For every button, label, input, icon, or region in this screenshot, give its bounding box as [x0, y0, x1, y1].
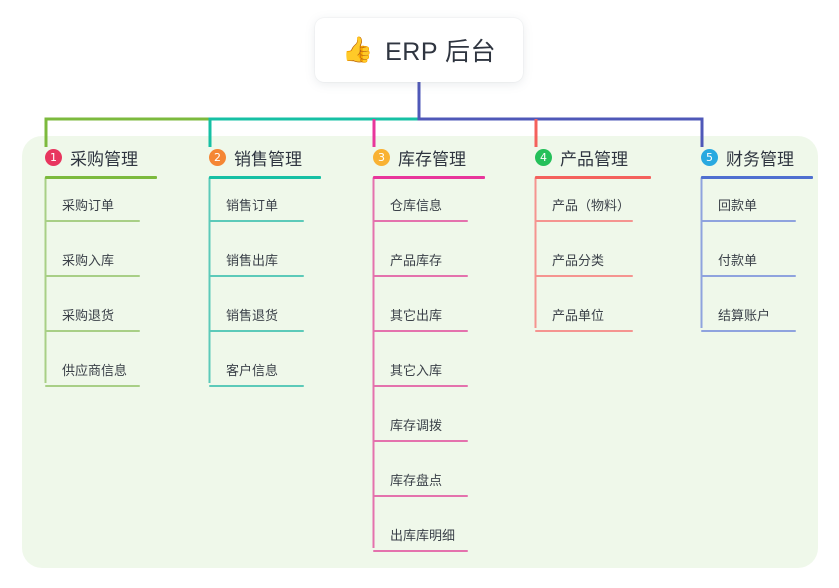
column-5: 5 财务管理回款单付款单结算账户 — [692, 144, 813, 344]
tree-item[interactable]: 供应商信息 — [36, 344, 157, 399]
tree-item-underline — [373, 275, 468, 277]
tree-item-label: 供应商信息 — [62, 363, 128, 378]
tree-item-label: 产品库存 — [390, 253, 443, 268]
column-header-5[interactable]: 5 财务管理 — [692, 144, 813, 170]
tree-item-underline — [45, 275, 140, 277]
tree-item[interactable]: 产品库存 — [364, 234, 485, 289]
tree-item-underline — [209, 275, 304, 277]
tree-item-underline — [535, 330, 633, 332]
tree-item-label: 销售订单 — [226, 198, 279, 213]
column-header-3[interactable]: 3 库存管理 — [364, 144, 485, 170]
tree-item[interactable]: 出库库明细 — [364, 509, 485, 564]
tree-item[interactable]: 库存调拨 — [364, 399, 485, 454]
column-badge-3: 3 — [373, 148, 390, 166]
column-items: 销售订单销售出库销售退货客户信息 — [200, 179, 321, 399]
column-items: 采购订单采购入库采购退货供应商信息 — [36, 179, 157, 399]
column-header-1[interactable]: 1 采购管理 — [36, 144, 157, 170]
tree-item-label: 结算账户 — [718, 308, 771, 323]
tree-item-label: 产品（物料） — [552, 198, 631, 213]
tree-item-label: 采购入库 — [62, 253, 115, 268]
column-title: 财务管理 — [726, 149, 794, 169]
tree-item-underline — [373, 220, 468, 222]
thumbs-up-icon: 👍 — [341, 35, 374, 64]
tree-item[interactable]: 产品单位 — [526, 289, 651, 344]
tree-item-label: 销售出库 — [226, 253, 279, 268]
tree-item[interactable]: 回款单 — [692, 179, 813, 234]
column-underline — [701, 176, 813, 179]
column-underline — [209, 176, 321, 179]
tree-item[interactable]: 付款单 — [692, 234, 813, 289]
column-underline — [45, 176, 157, 179]
tree-item-label: 仓库信息 — [390, 198, 443, 213]
tree-item-underline — [701, 220, 796, 222]
root-title: ERP 后台 — [385, 38, 497, 66]
column-header-2[interactable]: 2 销售管理 — [200, 144, 321, 170]
tree-item-label: 客户信息 — [226, 363, 279, 378]
column-title: 产品管理 — [560, 149, 628, 169]
column-badge-1: 1 — [45, 148, 62, 166]
tree-item-label: 销售退货 — [226, 308, 279, 323]
column-3: 3 库存管理仓库信息产品库存其它出库其它入库库存调拨库存盘点出库库明细 — [364, 144, 485, 564]
tree-item-underline — [701, 275, 796, 277]
tree-item-underline — [373, 330, 468, 332]
tree-item-underline — [45, 330, 140, 332]
tree-item-label: 采购退货 — [62, 308, 115, 323]
column-header-4[interactable]: 4 产品管理 — [526, 144, 651, 170]
tree-item[interactable]: 销售退货 — [200, 289, 321, 344]
tree-item-underline — [209, 220, 304, 222]
tree-item[interactable]: 产品分类 — [526, 234, 651, 289]
column-title: 采购管理 — [70, 149, 138, 169]
column-badge-5: 5 — [701, 148, 718, 166]
tree-item-underline — [535, 275, 633, 277]
column-underline — [373, 176, 485, 179]
column-underline — [535, 176, 651, 179]
tree-item[interactable]: 结算账户 — [692, 289, 813, 344]
column-title: 销售管理 — [234, 149, 302, 169]
column-4: 4 产品管理产品（物料） 产品分类产品单位 — [526, 144, 651, 344]
tree-item-underline — [373, 385, 468, 387]
tree-item-underline — [45, 220, 140, 222]
tree-item-underline — [373, 495, 468, 497]
tree-item[interactable]: 销售订单 — [200, 179, 321, 234]
column-2: 2 销售管理销售订单销售出库销售退货客户信息 — [200, 144, 321, 399]
tree-item-underline — [209, 385, 304, 387]
tree-item-underline — [701, 330, 796, 332]
root-node[interactable]: 👍 ERP 后台 — [315, 18, 523, 82]
tree-item[interactable]: 客户信息 — [200, 344, 321, 399]
column-badge-2: 2 — [209, 148, 226, 166]
tree-item-underline — [535, 220, 633, 222]
column-items: 仓库信息产品库存其它出库其它入库库存调拨库存盘点出库库明细 — [364, 179, 485, 564]
tree-item-underline — [373, 550, 468, 552]
tree-item[interactable]: 仓库信息 — [364, 179, 485, 234]
column-badge-4: 4 — [535, 148, 552, 166]
tree-item[interactable]: 采购退货 — [36, 289, 157, 344]
tree-item-label: 付款单 — [718, 253, 758, 268]
tree-item[interactable]: 其它入库 — [364, 344, 485, 399]
tree-item-label: 其它入库 — [390, 363, 443, 378]
tree-item-label: 库存调拨 — [390, 418, 443, 433]
tree-item[interactable]: 采购入库 — [36, 234, 157, 289]
column-title: 库存管理 — [398, 149, 466, 169]
tree-item[interactable]: 产品（物料） — [526, 179, 651, 234]
tree-item-label: 产品单位 — [552, 308, 605, 323]
tree-item-underline — [45, 385, 140, 387]
column-1: 1 采购管理采购订单采购入库采购退货供应商信息 — [36, 144, 157, 399]
tree-item-label: 其它出库 — [390, 308, 443, 323]
column-items: 回款单付款单结算账户 — [692, 179, 813, 344]
tree-item-label: 库存盘点 — [390, 473, 443, 488]
tree-item-label: 产品分类 — [552, 253, 605, 268]
tree-item-label: 出库库明细 — [390, 528, 456, 543]
tree-item[interactable]: 采购订单 — [36, 179, 157, 234]
tree-item[interactable]: 其它出库 — [364, 289, 485, 344]
tree-item-label: 采购订单 — [62, 198, 115, 213]
tree-item[interactable]: 销售出库 — [200, 234, 321, 289]
column-items: 产品（物料） 产品分类产品单位 — [526, 179, 651, 344]
tree-item-underline — [209, 330, 304, 332]
tree-item-underline — [373, 440, 468, 442]
tree-item[interactable]: 库存盘点 — [364, 454, 485, 509]
tree-item-label: 回款单 — [718, 198, 758, 213]
